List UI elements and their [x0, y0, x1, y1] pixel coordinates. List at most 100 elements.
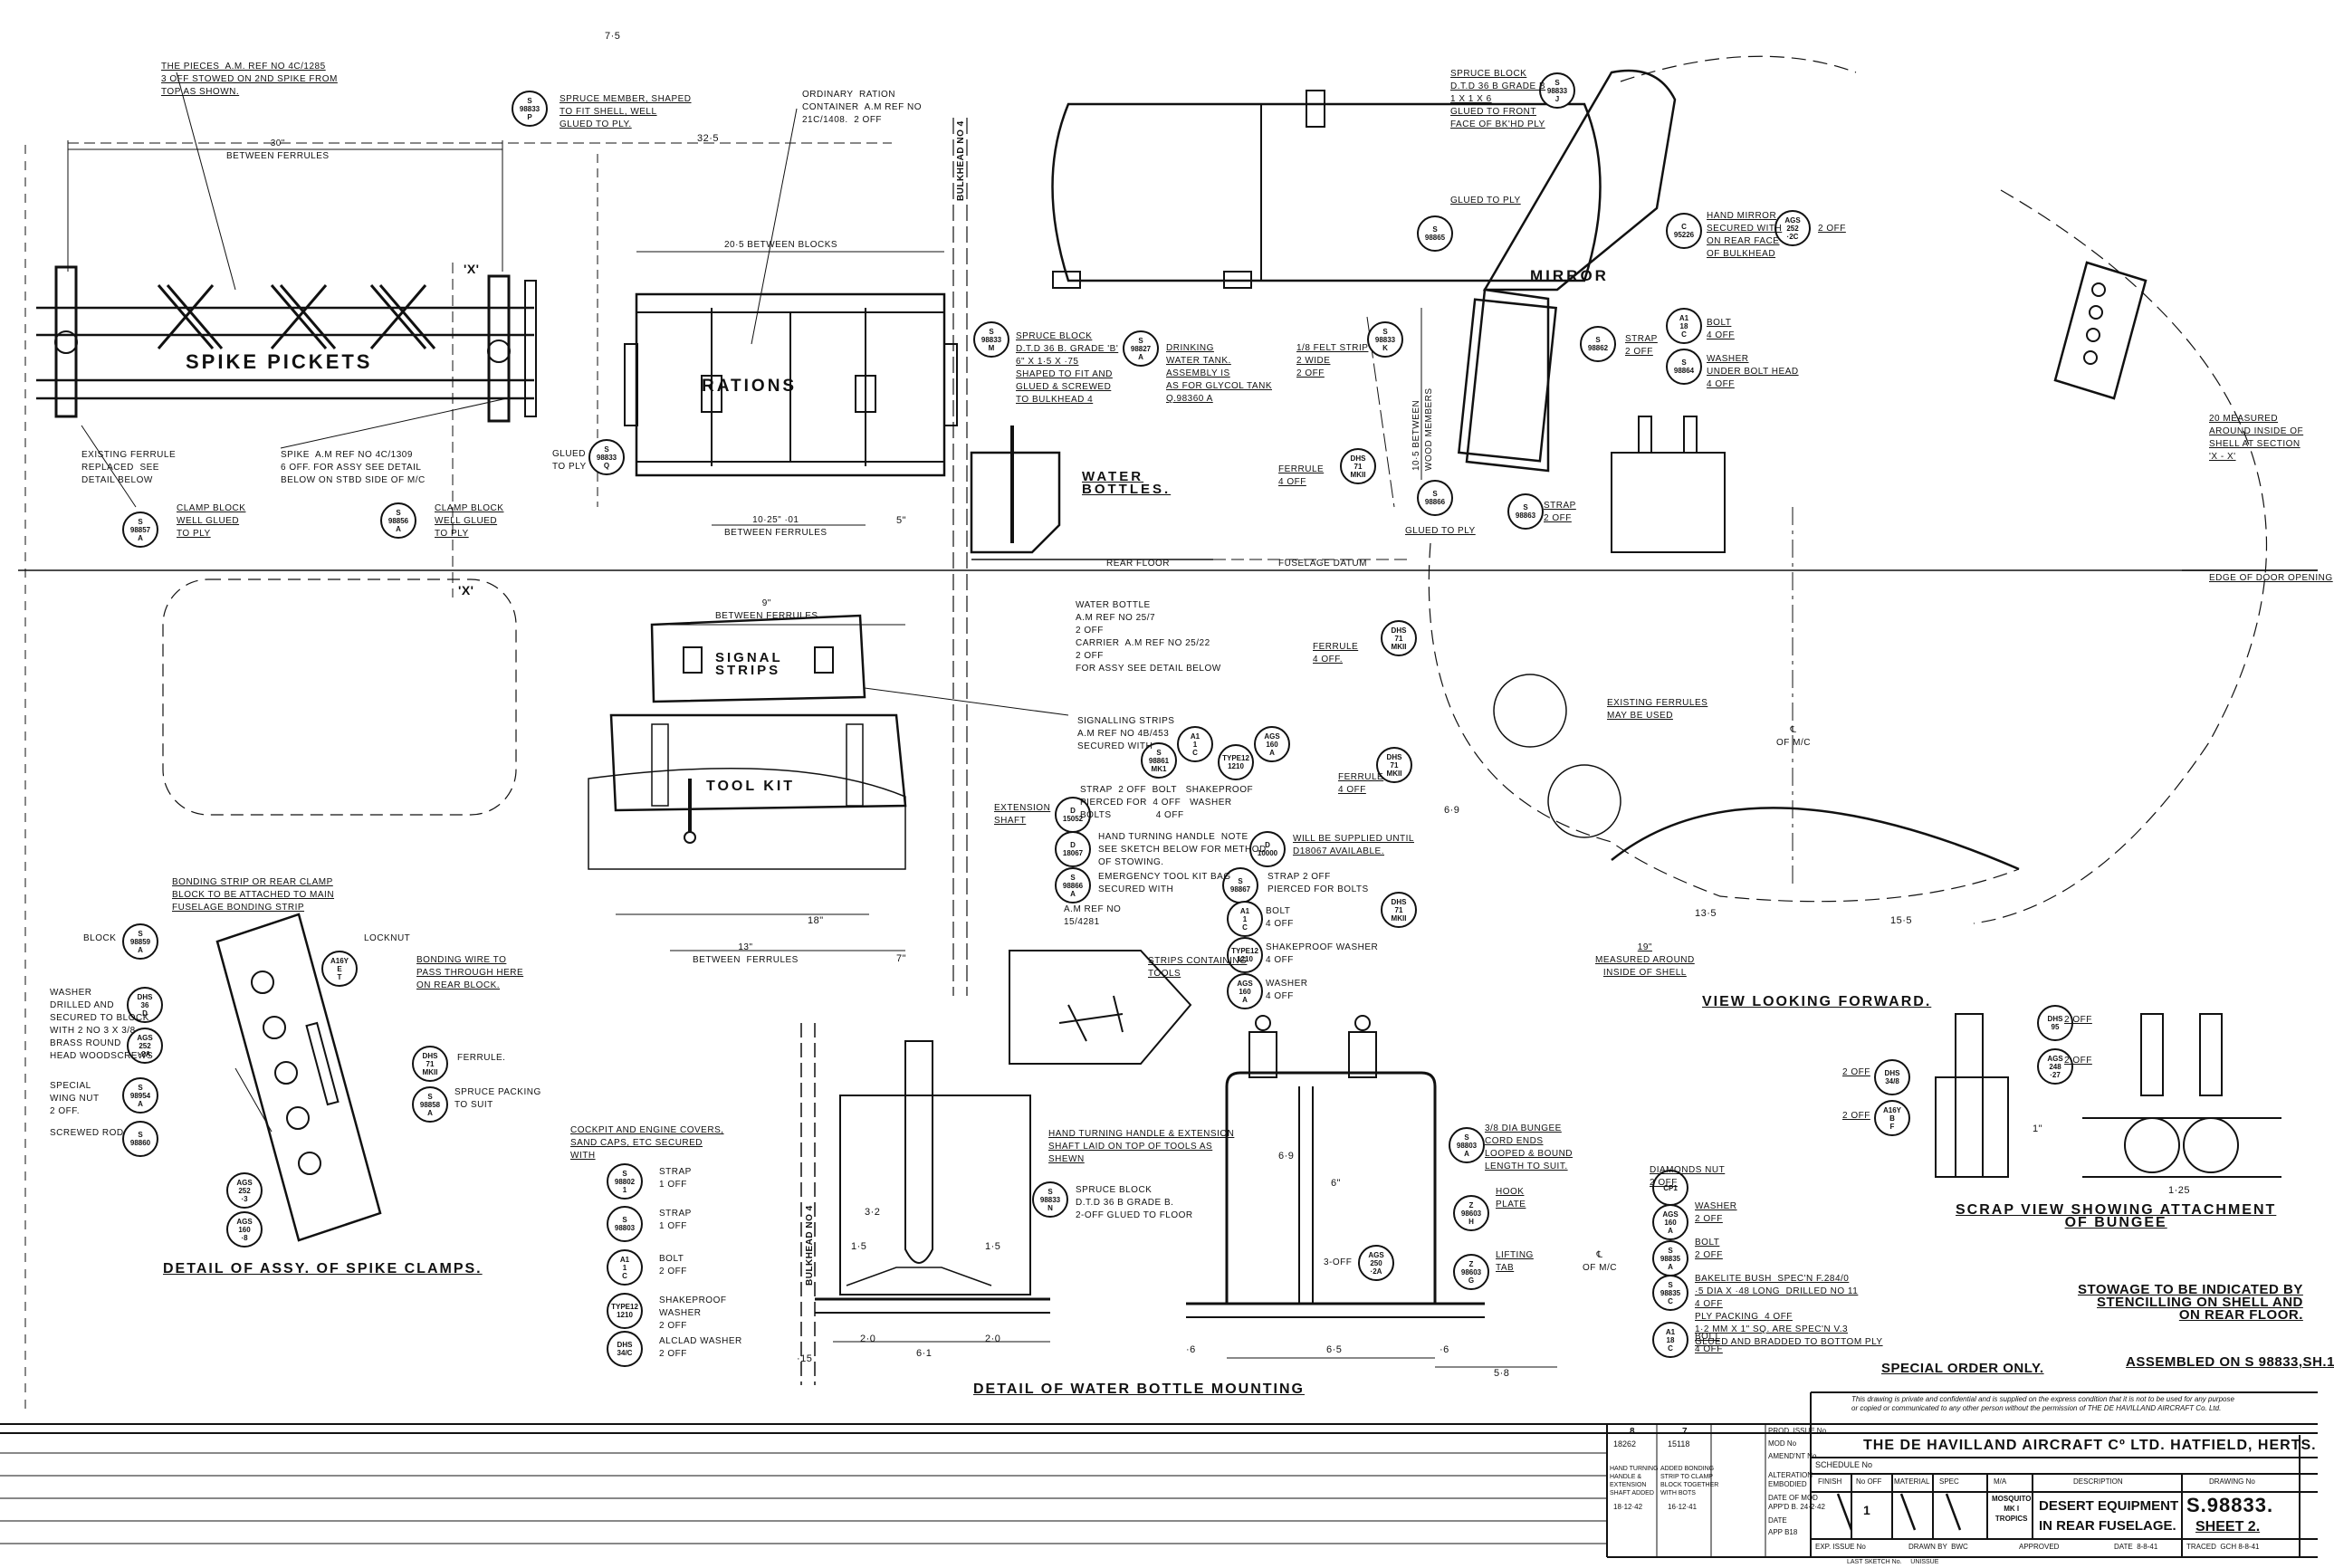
- callout-line: 10000: [1257, 849, 1278, 857]
- note-edge-door: EDGE OF DOOR OPENING: [2209, 573, 2333, 583]
- callout-line: N: [1047, 1203, 1053, 1212]
- note-will-be-supplied: WILL BE SUPPLIED UNTIL D18067 AVAILABLE.: [1293, 834, 1414, 856]
- note-two-off-mirror: 2 OFF: [1818, 224, 1846, 234]
- rev-7-date: 16·12·41: [1668, 1503, 1698, 1511]
- dim-between-blocks: 20·5 BETWEEN BLOCKS: [724, 240, 838, 250]
- title-block-drawn-by: DRAWN BY BWC: [1908, 1543, 1968, 1551]
- title-block-date-right: DATE 8-8-41: [2114, 1543, 2158, 1551]
- callout-line: S: [1156, 748, 1162, 757]
- dim-6a: ·6: [1186, 1344, 1196, 1355]
- note-bonding-strip: BONDING STRIP OR REAR CLAMP BLOCK TO BE …: [172, 877, 335, 913]
- title-block-sheet: SHEET 2.: [2195, 1519, 2261, 1535]
- title-scrap-view: SCRAP VIEW SHOWING ATTACHMENT OF BUNGEE: [1956, 1202, 2277, 1230]
- callout-line: A: [1138, 352, 1143, 361]
- title-block-company: THE DE HAVILLAND AIRCRAFT Cº LTD. HATFIE…: [1863, 1438, 2317, 1453]
- note-strap-2off: STRAP 2 OFF: [1625, 334, 1658, 357]
- note-diamonds-nut: DIAMONDS NUT 2 OFF: [1650, 1165, 1726, 1188]
- callout-line: A: [1269, 748, 1275, 757]
- note-two-off-d: 2 OFF: [2064, 1056, 2092, 1066]
- callout-line: AGS: [1368, 1250, 1384, 1259]
- callout-line: C: [1668, 1343, 1673, 1353]
- callout-line: TYPE12: [1222, 754, 1249, 762]
- dim-15-5: 15·5: [1890, 915, 1913, 926]
- title-block-date-mod: DATE OF MOD APP'D B. 24·2·42: [1768, 1494, 1825, 1511]
- callout-line: TYPE12: [1231, 947, 1258, 955]
- callout-line: S: [1681, 359, 1687, 367]
- callout-line: 98865: [1424, 234, 1446, 242]
- title-block-header-cell: DESCRIPTION: [2073, 1477, 2123, 1486]
- callout-line: C: [1681, 330, 1687, 339]
- note-cl-mc: ℄ OF M/C: [1583, 1250, 1617, 1273]
- callout-line: S: [527, 96, 532, 105]
- callout-line: 98827: [1130, 344, 1152, 353]
- callout-line: A: [1668, 1262, 1673, 1271]
- callout-line: 1210: [617, 1311, 633, 1319]
- callout-line: S: [138, 1083, 143, 1092]
- note-strap-1off-b: STRAP 1 OFF: [659, 1209, 692, 1231]
- note-spruce-block-floor: SPRUCE BLOCK D.T.D 36 B GRADE B. 2-OFF G…: [1076, 1185, 1193, 1220]
- callout-line: 98856: [387, 516, 409, 525]
- rev-8-desc: HAND TURNING HANDLE & EXTENSION SHAFT AD…: [1610, 1466, 1659, 1496]
- callout-line: A: [1668, 1226, 1673, 1235]
- note-hook-plate: HOOK PLATE: [1496, 1187, 1526, 1209]
- callout-line: S: [1047, 1187, 1053, 1196]
- callout-line: D: [1070, 807, 1076, 815]
- note-two-off-c: 2 OFF: [2064, 1015, 2092, 1025]
- callout-line: S: [622, 1216, 627, 1224]
- note-ferrule-4off-c: FERRULE 4 OFF: [1338, 772, 1384, 795]
- callout-line: A: [396, 524, 401, 533]
- callout-line: S: [1432, 225, 1438, 234]
- title-block-header-cell: FINISH: [1818, 1477, 1842, 1486]
- title-block-description: DESERT EQUIPMENT IN REAR FUSELAGE.: [2039, 1498, 2179, 1534]
- callout-line: AGS: [1237, 979, 1253, 988]
- callout-line: DHS: [1391, 626, 1407, 635]
- title-block-confidential: This drawing is private and confidential…: [1851, 1395, 2234, 1412]
- callout-line: ·3: [241, 1194, 248, 1203]
- callout-line: 1: [1242, 914, 1248, 923]
- label-rations: RATIONS: [702, 377, 798, 396]
- callout-line: 98862: [1587, 344, 1609, 352]
- note-cockpit-covers: COCKPIT AND ENGINE COVERS, SAND CAPS, ET…: [570, 1125, 724, 1161]
- callout-line: A16Y: [1882, 1105, 1901, 1114]
- callout-line: DHS: [617, 1341, 633, 1349]
- callout-line: A: [1464, 1149, 1469, 1158]
- note-washer-drilled: WASHER DRILLED AND SECURED TO BLOCK WITH…: [50, 988, 154, 1061]
- label-water-bottles: WATER BOTTLES.: [1082, 469, 1172, 497]
- note-hand-turning: HAND TURNING HANDLE NOTE SEE SKETCH BELO…: [1098, 832, 1267, 867]
- callout-line: 98954: [129, 1091, 151, 1100]
- title-block-header-cell: DRAWING No: [2209, 1477, 2255, 1486]
- label-rear-floor: REAR FLOOR: [1106, 559, 1171, 569]
- callout-line: 98864: [1673, 367, 1695, 375]
- spike-clamp-detail-drawing: [215, 913, 382, 1242]
- callout-line: 71: [1394, 905, 1403, 914]
- callout-line: 71: [1354, 462, 1363, 471]
- title-block-header-cell: MATERIAL: [1894, 1477, 1930, 1486]
- dim-7: 7": [896, 953, 907, 964]
- title-block-date: DATE: [1768, 1516, 1787, 1525]
- dim-6-5: 6·5: [1326, 1344, 1343, 1355]
- callout-line: 98833: [1374, 335, 1396, 344]
- callout-line: 71: [426, 1059, 435, 1068]
- water-bottle-mounting-drawing: [800, 950, 1557, 1385]
- callout-line: A1: [619, 1255, 630, 1264]
- callout-line: A1: [1190, 731, 1200, 741]
- title-block-no-off: 1: [1863, 1503, 1870, 1517]
- callout-line: DHS: [137, 992, 153, 1001]
- callout-line: ·2A: [1370, 1267, 1382, 1276]
- callout-line: D: [1070, 841, 1076, 849]
